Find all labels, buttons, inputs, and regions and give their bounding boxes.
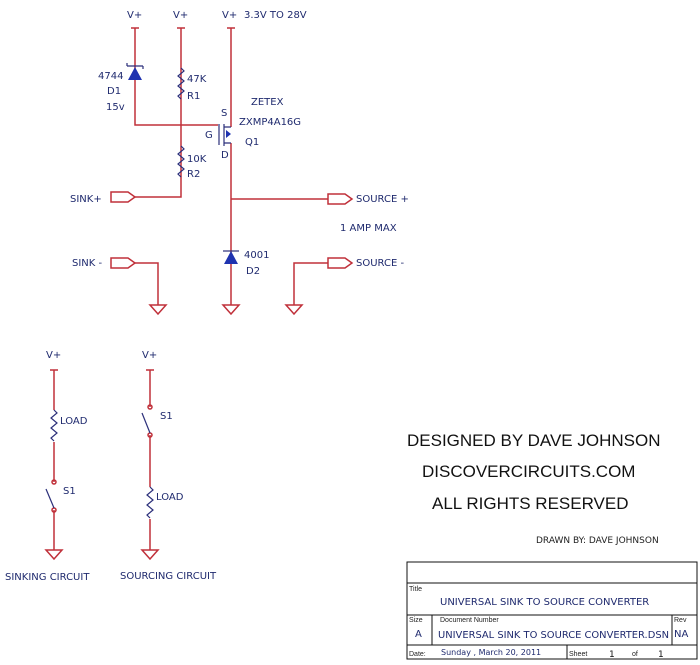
current-note: 1 AMP MAX xyxy=(340,223,397,234)
q1-source-pin: S xyxy=(221,108,227,119)
resistor-r2 xyxy=(177,145,185,178)
port-source-plus: SOURCE + xyxy=(356,194,409,205)
date-label: Date: xyxy=(409,651,426,658)
d1-part: 4744 xyxy=(98,71,123,82)
r1-value: 47K xyxy=(187,74,207,85)
q1-drain-pin: D xyxy=(221,150,229,161)
r2-value: 10K xyxy=(187,154,207,165)
vplus-label: V+ xyxy=(127,10,142,21)
rev-label: Rev xyxy=(674,617,687,624)
sinking-caption: SINKING CIRCUIT xyxy=(5,572,90,583)
r1-ref: R1 xyxy=(187,91,200,102)
switch-label: S1 xyxy=(63,486,76,497)
sourcing-circuit: V+ S1 LOAD SOURCING CIRCUIT xyxy=(120,350,217,582)
rev-value: NA xyxy=(674,629,688,640)
vplus-label: V+ xyxy=(46,350,61,361)
designer-credit: DESIGNED BY DAVE JOHNSON xyxy=(407,431,660,450)
zener-diode-d1 xyxy=(126,63,144,80)
q1-maker: ZETEX xyxy=(251,97,284,108)
title-label: Title xyxy=(409,586,422,593)
d2-ref: D2 xyxy=(246,266,260,277)
title-value: UNIVERSAL SINK TO SOURCE CONVERTER xyxy=(440,597,649,608)
sheet-label: Sheet xyxy=(569,651,587,658)
port-sink-plus: SINK+ xyxy=(70,194,102,205)
title-block: Title UNIVERSAL SINK TO SOURCE CONVERTER… xyxy=(406,561,698,660)
mosfet-q1 xyxy=(218,124,231,146)
sheet-value: 1 xyxy=(609,650,615,660)
q1-gate-pin: G xyxy=(205,130,213,141)
wires xyxy=(131,27,328,305)
diode-d2 xyxy=(223,250,239,264)
q1-part: ZXMP4A16G xyxy=(239,117,301,128)
supply-range: 3.3V TO 28V xyxy=(244,10,307,21)
port-sink-minus: SINK - xyxy=(72,258,103,269)
docnum-value: UNIVERSAL SINK TO SOURCE CONVERTER.DSN xyxy=(438,630,669,641)
r2-ref: R2 xyxy=(187,169,200,180)
switch-label: S1 xyxy=(160,411,173,422)
size-value: A xyxy=(415,629,422,640)
docnum-label: Document Number xyxy=(440,617,499,624)
d2-part: 4001 xyxy=(244,250,269,261)
sheets-value: 1 xyxy=(658,650,664,660)
drawn-by: DRAWN BY: DAVE JOHNSON xyxy=(536,536,659,546)
vplus-label: V+ xyxy=(173,10,188,21)
d1-ref: D1 xyxy=(107,86,121,97)
load-label: LOAD xyxy=(156,492,184,503)
sourcing-caption: SOURCING CIRCUIT xyxy=(120,571,217,582)
vplus-label: V+ xyxy=(142,350,157,361)
rights-credit: ALL RIGHTS RESERVED xyxy=(432,494,629,513)
site-credit: DISCOVERCIRCUITS.COM xyxy=(422,462,635,481)
sinking-circuit: V+ LOAD S1 SINKING CIRCUIT xyxy=(5,350,90,583)
vplus-label: V+ xyxy=(222,10,237,21)
date-value: Sunday , March 20, 2011 xyxy=(441,648,541,657)
q1-ref: Q1 xyxy=(245,137,259,148)
d1-value: 15v xyxy=(106,102,125,113)
ground-icons xyxy=(148,304,304,316)
port-source-minus: SOURCE - xyxy=(356,258,404,269)
port-connectors xyxy=(110,191,354,269)
of-label: of xyxy=(632,651,638,658)
resistor-r1 xyxy=(177,67,185,100)
size-label: Size xyxy=(409,617,423,624)
load-label: LOAD xyxy=(60,416,88,427)
